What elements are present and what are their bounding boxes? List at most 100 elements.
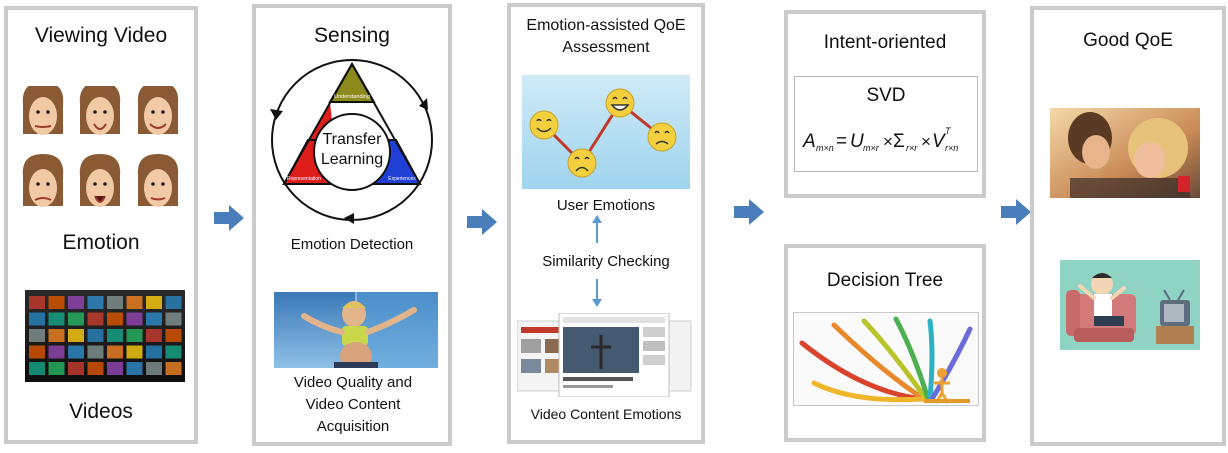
video-thumbnail xyxy=(87,312,104,326)
video-thumbnail xyxy=(68,362,84,375)
video-thumbnail xyxy=(146,362,162,375)
video-thumbnail xyxy=(165,345,182,359)
svg-text:r×r: r×r xyxy=(906,143,918,153)
transfer-learning-diagram: Understanding Representation Experiences… xyxy=(270,59,433,224)
video-thumbnail xyxy=(107,362,123,375)
video-thumbnail xyxy=(48,345,65,359)
flow-arrow-4 xyxy=(1001,199,1031,225)
svg-text:m×r: m×r xyxy=(863,143,880,153)
tree-branch-arrow xyxy=(927,318,935,402)
video-thumbnail xyxy=(107,345,123,359)
qoe-assessment-title: Emotion-assisted QoE Assessment xyxy=(526,17,686,56)
face-photo xyxy=(137,154,179,207)
sensing-title: Sensing xyxy=(314,24,390,47)
triangle-top-label: Understanding xyxy=(334,94,370,100)
triangle-right-label: Experiences xyxy=(388,176,416,182)
cycle-arrowhead-icon xyxy=(419,98,428,110)
svg-text:m×n: m×n xyxy=(816,143,834,153)
video-thumbnail xyxy=(126,296,143,309)
good-qoe-title: Good QoE xyxy=(1083,30,1173,51)
svd-formula: A m×n = U m×r × Σ r×r × V T r×n xyxy=(802,126,958,153)
panel-good-qoe: Good QoE xyxy=(1030,6,1226,446)
tree-branch-arrow xyxy=(893,316,931,402)
video-thumbnail xyxy=(146,296,162,309)
video-thumbnail xyxy=(126,329,143,342)
video-thumbnail xyxy=(68,345,84,359)
flow-arrow-3 xyxy=(734,199,764,225)
video-thumbnail xyxy=(146,329,162,342)
svg-text:A: A xyxy=(802,131,816,152)
video-thumbnail xyxy=(87,362,104,375)
video-thumbnail xyxy=(107,312,123,326)
video-thumbnail xyxy=(29,345,45,359)
video-thumbnail xyxy=(87,296,104,309)
video-thumbnail xyxy=(107,329,123,342)
svg-text:V: V xyxy=(932,131,947,152)
smiley-icon xyxy=(529,110,559,140)
svd-box: SVD A m×n = U m×r × Σ r×r × V T r×n xyxy=(794,76,978,172)
video-thumbnail xyxy=(48,312,65,326)
svg-text:Σ: Σ xyxy=(893,131,905,152)
face-photo xyxy=(22,86,64,135)
video-thumbnail xyxy=(146,345,162,359)
panel-sensing: Sensing Understanding Representation Exp… xyxy=(252,4,452,446)
panel-decision-tree: Decision Tree xyxy=(784,244,986,442)
flow-arrow-1 xyxy=(214,205,244,231)
video-thumbnail xyxy=(165,329,182,342)
video-thumbnail xyxy=(165,312,182,326)
video-content-emotions-label: Video Content Emotions xyxy=(530,406,682,422)
cycle-arrowhead-icon xyxy=(344,213,354,224)
video-thumbnail xyxy=(48,296,65,309)
user-emotions-image xyxy=(522,75,690,189)
father-son-photo xyxy=(274,292,438,368)
video-thumbnail xyxy=(48,329,65,342)
video-thumbnail xyxy=(87,345,104,359)
emotion-detection-label: Emotion Detection xyxy=(290,236,414,253)
up-arrow-icon xyxy=(592,215,602,243)
decision-tree-arrows-image xyxy=(793,312,979,406)
video-thumbnail xyxy=(107,296,123,309)
video-thumbnail xyxy=(165,362,182,375)
similarity-checking-label: Similarity Checking xyxy=(542,253,670,270)
flow-arrow-2 xyxy=(467,209,497,235)
svg-text:r×n: r×n xyxy=(945,143,958,153)
face-photo xyxy=(79,86,121,135)
video-thumbnail xyxy=(48,362,65,375)
video-thumbnail xyxy=(126,362,143,375)
happy-tv-viewer-illustration xyxy=(1060,260,1200,350)
acquisition-label: Video Quality and Video Content Acquisit… xyxy=(293,374,413,435)
happy-viewers-photo xyxy=(1050,108,1200,198)
video-thumbnail xyxy=(87,329,104,342)
smiley-icon xyxy=(605,88,635,118)
emotion-label: Emotion xyxy=(62,231,140,254)
panel-viewing-video: Viewing Video Emotion Videos xyxy=(4,6,198,444)
video-thumbnail xyxy=(68,296,84,309)
panel-qoe-assessment: Emotion-assisted QoE Assessment User Emo… xyxy=(507,3,705,444)
smiley-icon xyxy=(567,148,597,178)
video-web-pages-image xyxy=(517,313,692,397)
video-thumbnail xyxy=(126,345,143,359)
panel-intent-oriented: Intent-oriented SVD A m×n = U m×r × Σ r×… xyxy=(784,10,986,198)
video-wall-image xyxy=(25,290,185,382)
svg-text:U: U xyxy=(850,131,864,152)
video-thumbnail xyxy=(29,329,45,342)
intent-oriented-title: Intent-oriented xyxy=(823,32,947,53)
svd-title: SVD xyxy=(866,85,906,106)
video-thumbnail xyxy=(29,362,45,375)
tree-branch-arrow xyxy=(811,380,925,403)
svg-text:T: T xyxy=(945,126,952,136)
tree-branch-arrow xyxy=(861,318,929,402)
video-thumbnail xyxy=(165,296,182,309)
video-thumbnail xyxy=(146,312,162,326)
tree-branch-arrow xyxy=(831,322,927,402)
triangle-left-label: Representation xyxy=(287,176,321,182)
videos-label: Videos xyxy=(69,400,133,423)
smiley-icon xyxy=(647,122,677,152)
video-thumbnail xyxy=(29,312,45,326)
video-thumbnail xyxy=(29,296,45,309)
user-emotions-label: User Emotions xyxy=(556,197,656,214)
down-arrow-icon xyxy=(592,279,602,307)
decision-tree-title: Decision Tree xyxy=(826,270,944,291)
svg-text:×: × xyxy=(921,132,931,151)
